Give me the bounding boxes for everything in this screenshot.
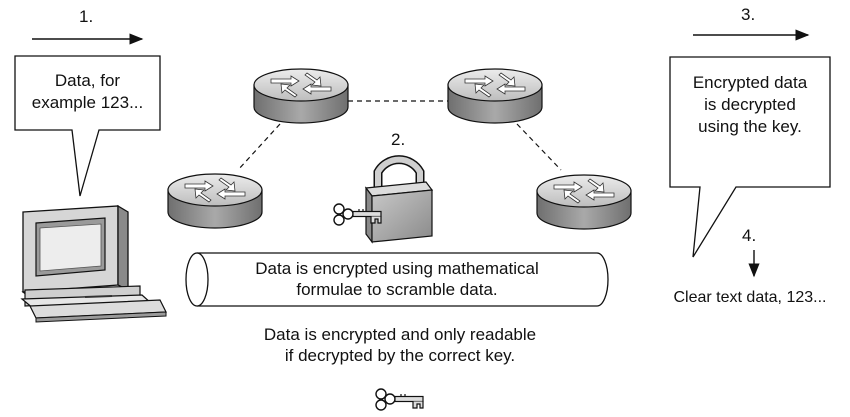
encryption-tunnel (185, 252, 609, 307)
tunnel-line-1: Data is encrypted using mathematical (255, 259, 539, 278)
callout-left-bubble (14, 55, 161, 197)
router-icon-top-left (253, 68, 349, 124)
key-icon-bottom (375, 388, 424, 411)
callout-left-line-2: example 123... (31, 93, 144, 112)
caption: Data is encrypted and only readable if d… (180, 324, 620, 366)
padlock-icon (364, 155, 434, 244)
network-links (237, 100, 562, 171)
router-icon-bottom-left (167, 173, 263, 229)
callout-right-line-2: is decrypted (704, 95, 796, 114)
callout-left-line-1: Data, for (54, 71, 121, 90)
callout-right-line-1: Encrypted data (692, 73, 808, 92)
callout-right-bubble (669, 56, 831, 258)
computer-icon (20, 204, 167, 323)
callout-right-text: Encrypted data is decrypted using the ke… (670, 72, 830, 138)
caption-line-2: if decrypted by the correct key. (284, 346, 516, 365)
caption-line-1: Data is encrypted and only readable (263, 325, 537, 344)
tunnel-line-2: formulae to scramble data. (296, 280, 498, 299)
clear-text-result: Clear text data, 123... (673, 289, 827, 306)
step-4-label: 4. (742, 226, 757, 245)
router-icon-top-right (447, 68, 543, 124)
callout-right-line-3: using the key. (698, 117, 802, 136)
step-2-label: 2. (391, 130, 406, 149)
tunnel-text: Data is encrypted using mathematical for… (197, 258, 597, 300)
callout-left-text: Data, for example 123... (15, 70, 160, 114)
step-3-label: 3. (741, 5, 756, 24)
step-1-label: 1. (79, 7, 94, 26)
router-icon-bottom-right (536, 174, 632, 230)
